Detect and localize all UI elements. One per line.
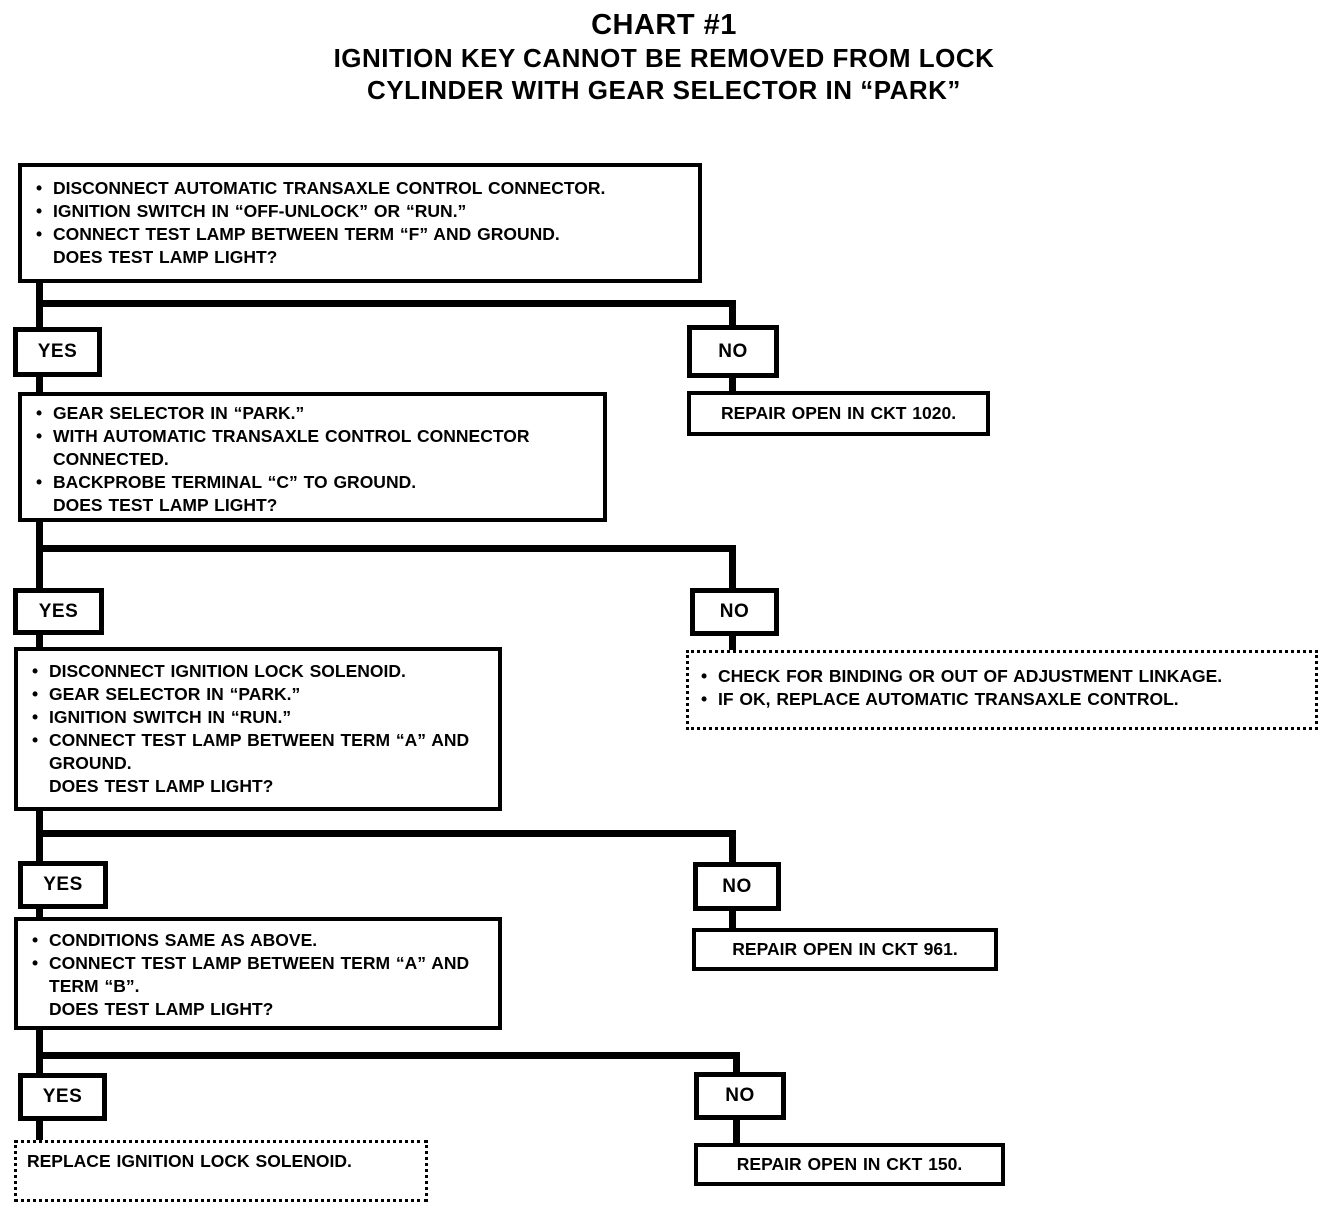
- connector-step4-stub: [36, 1028, 43, 1075]
- result-bullet-row: • CHECK FOR BINDING OR OUT OF ADJUSTMENT…: [701, 665, 1303, 688]
- bullet-icon: •: [36, 178, 43, 198]
- yes-label: YES: [42, 1086, 83, 1107]
- step-1-bullet-1: DISCONNECT AUTOMATIC TRANSAXLE CONTROL C…: [53, 178, 606, 198]
- no-label: NO: [718, 340, 748, 362]
- chart-title-line1: CHART #1: [591, 9, 737, 41]
- step-2-bullet-row: • GEAR SELECTOR IN “PARK.”: [36, 402, 591, 425]
- result-text: REPAIR OPEN IN CKT 1020.: [720, 403, 957, 423]
- step-3-yes-box: YES: [18, 861, 108, 909]
- connector-no2-to-result: [729, 634, 736, 652]
- bullet-icon: •: [32, 661, 39, 681]
- connector-step1-stub: [36, 283, 43, 331]
- bullet-icon: •: [701, 689, 708, 709]
- connector-step2-no-drop: [729, 545, 736, 590]
- connector-step3-no-drop: [729, 830, 736, 864]
- result-bullet-1: CHECK FOR BINDING OR OUT OF ADJUSTMENT L…: [718, 666, 1223, 686]
- result-text: REPAIR OPEN IN CKT 961.: [732, 939, 958, 959]
- connector-no4-to-result: [733, 1118, 740, 1145]
- connector-yes1-to-step2: [36, 375, 43, 394]
- chart-title-line3: CYLINDER WITH GEAR SELECTOR IN “PARK”: [367, 75, 961, 105]
- step-4-bullet-2: CONNECT TEST LAMP BETWEEN TERM “A” AND T…: [49, 953, 470, 996]
- chart-title-line2: IGNITION KEY CANNOT BE REMOVED FROM LOCK: [333, 43, 995, 73]
- step-3-bullet-row: • CONNECT TEST LAMP BETWEEN TERM “A” AND…: [32, 729, 486, 775]
- no-label: NO: [722, 875, 752, 897]
- step-4-question-box: • CONDITIONS SAME AS ABOVE. • CONNECT TE…: [14, 917, 502, 1030]
- step-3-bullet-2: GEAR SELECTOR IN “PARK.”: [49, 684, 301, 704]
- step-3-bullet-3: IGNITION SWITCH IN “RUN.”: [49, 707, 292, 727]
- connector-yes3-to-step4: [36, 907, 43, 919]
- step-1-yes-box: YES: [13, 327, 102, 377]
- step-4-yes-box: YES: [18, 1073, 107, 1121]
- bullet-icon: •: [32, 684, 39, 704]
- bullet-icon: •: [32, 930, 39, 950]
- bullet-icon: •: [36, 472, 43, 492]
- bullet-icon: •: [32, 707, 39, 727]
- step-1-bullet-3: CONNECT TEST LAMP BETWEEN TERM “F” AND G…: [53, 224, 560, 244]
- yes-label: YES: [37, 341, 78, 362]
- step-2-question-box: • GEAR SELECTOR IN “PARK.” • WITH AUTOMA…: [18, 392, 607, 522]
- result-replace-solenoid: REPLACE IGNITION LOCK SOLENOID.: [14, 1140, 428, 1202]
- connector-yes4-to-result: [36, 1119, 43, 1142]
- result-repair-ckt-150: REPAIR OPEN IN CKT 150.: [694, 1143, 1005, 1186]
- result-repair-ckt-1020: REPAIR OPEN IN CKT 1020.: [687, 391, 990, 436]
- step-4-bullet-row: • CONDITIONS SAME AS ABOVE.: [32, 929, 486, 952]
- result-repair-ckt-961: REPAIR OPEN IN CKT 961.: [692, 928, 998, 971]
- result-text: REPAIR OPEN IN CKT 150.: [736, 1154, 963, 1174]
- step-4-bullet-row: • CONNECT TEST LAMP BETWEEN TERM “A” AND…: [32, 952, 486, 998]
- step-2-bullet-3: BACKPROBE TERMINAL “C” TO GROUND.: [53, 472, 417, 492]
- step-2-yes-box: YES: [13, 588, 104, 635]
- connector-step1-branch: [36, 300, 736, 307]
- no-label: NO: [725, 1085, 755, 1106]
- bullet-icon: •: [701, 666, 708, 686]
- step-2-bullet-row: • WITH AUTOMATIC TRANSAXLE CONTROL CONNE…: [36, 425, 591, 471]
- chart-title: CHART #1 IGNITION KEY CANNOT BE REMOVED …: [0, 8, 1328, 106]
- step-3-bullet-4: CONNECT TEST LAMP BETWEEN TERM “A” AND G…: [49, 730, 470, 773]
- connector-no1-to-result: [729, 376, 736, 393]
- step-1-bullet-row: • IGNITION SWITCH IN “OFF-UNLOCK” OR “RU…: [36, 200, 686, 223]
- step-1-question: DOES TEST LAMP LIGHT?: [53, 247, 278, 267]
- no-label: NO: [719, 601, 750, 622]
- step-4-question: DOES TEST LAMP LIGHT?: [49, 999, 274, 1019]
- step-2-bullet-row: • BACKPROBE TERMINAL “C” TO GROUND.: [36, 471, 591, 494]
- bullet-icon: •: [36, 224, 43, 244]
- step-3-bullet-row: • DISCONNECT IGNITION LOCK SOLENOID.: [32, 660, 486, 683]
- step-2-bullet-1: GEAR SELECTOR IN “PARK.”: [53, 403, 305, 423]
- step-3-question: DOES TEST LAMP LIGHT?: [49, 776, 274, 796]
- bullet-icon: •: [36, 426, 43, 446]
- step-2-question: DOES TEST LAMP LIGHT?: [53, 495, 278, 515]
- step-3-question-box: • DISCONNECT IGNITION LOCK SOLENOID. • G…: [14, 647, 502, 811]
- step-2-no-box: NO: [690, 588, 779, 636]
- result-check-linkage: • CHECK FOR BINDING OR OUT OF ADJUSTMENT…: [686, 650, 1318, 730]
- connector-step4-no-drop: [733, 1052, 740, 1074]
- step-1-bullet-row: • CONNECT TEST LAMP BETWEEN TERM “F” AND…: [36, 223, 686, 246]
- connector-step2-branch: [36, 545, 736, 552]
- connector-yes2-to-step3: [36, 633, 43, 649]
- step-1-bullet-2: IGNITION SWITCH IN “OFF-UNLOCK” OR “RUN.…: [53, 201, 467, 221]
- step-1-question-box: • DISCONNECT AUTOMATIC TRANSAXLE CONTROL…: [18, 163, 702, 283]
- step-1-bullet-row: • DISCONNECT AUTOMATIC TRANSAXLE CONTROL…: [36, 177, 686, 200]
- connector-step1-no-drop: [729, 300, 736, 328]
- step-4-no-box: NO: [694, 1072, 786, 1120]
- step-1-no-box: NO: [687, 325, 779, 378]
- yes-label: YES: [43, 874, 83, 895]
- result-bullet-2: IF OK, REPLACE AUTOMATIC TRANSAXLE CONTR…: [718, 689, 1179, 709]
- step-2-bullet-2: WITH AUTOMATIC TRANSAXLE CONTROL CONNECT…: [53, 426, 530, 469]
- bullet-icon: •: [36, 403, 43, 423]
- step-3-no-box: NO: [693, 862, 781, 911]
- connector-step3-branch: [36, 830, 736, 837]
- step-3-bullet-row: • IGNITION SWITCH IN “RUN.”: [32, 706, 486, 729]
- bullet-icon: •: [32, 953, 39, 973]
- bullet-icon: •: [36, 201, 43, 221]
- yes-label: YES: [38, 600, 79, 622]
- result-text: REPLACE IGNITION LOCK SOLENOID.: [27, 1151, 352, 1171]
- result-bullet-row: • IF OK, REPLACE AUTOMATIC TRANSAXLE CON…: [701, 688, 1303, 711]
- step-4-bullet-1: CONDITIONS SAME AS ABOVE.: [49, 930, 318, 950]
- step-3-bullet-1: DISCONNECT IGNITION LOCK SOLENOID.: [49, 661, 406, 681]
- connector-no3-to-result: [729, 909, 736, 930]
- connector-step4-branch: [36, 1052, 740, 1059]
- step-3-bullet-row: • GEAR SELECTOR IN “PARK.”: [32, 683, 486, 706]
- bullet-icon: •: [32, 730, 39, 750]
- connector-step2-stub: [36, 516, 43, 590]
